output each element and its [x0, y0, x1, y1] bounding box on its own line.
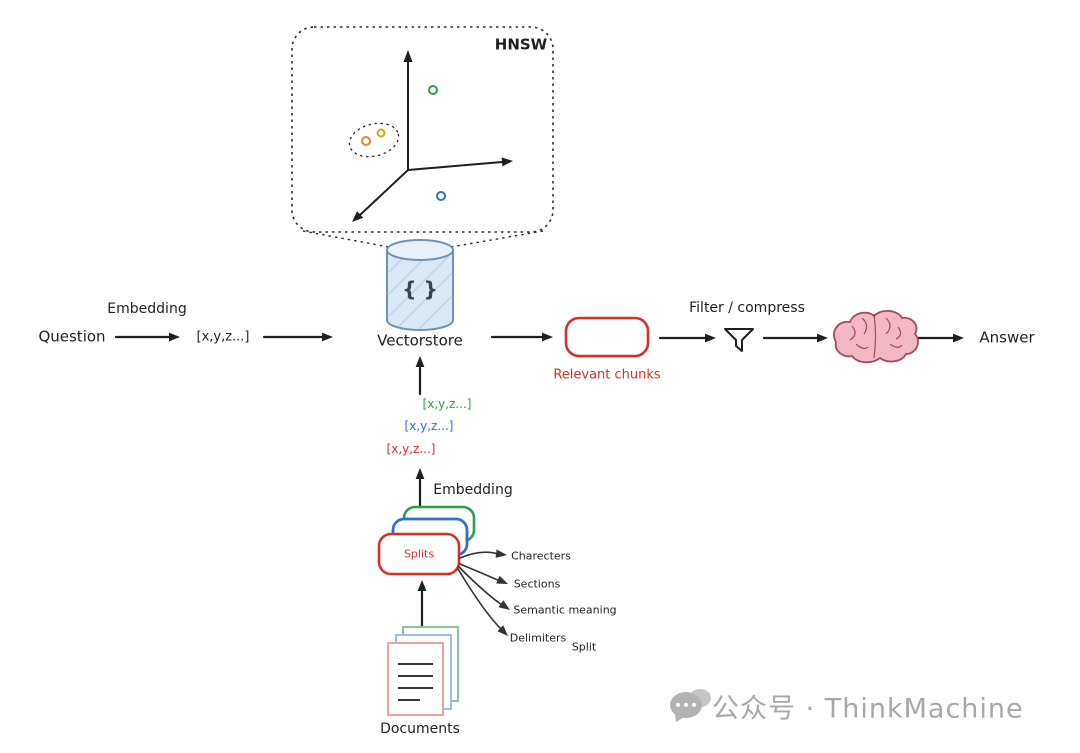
split-method-characters: Charecters	[511, 549, 571, 563]
split-method-sections: Sections	[513, 577, 561, 591]
split-method-delimiters: Delimiters	[509, 631, 567, 645]
brain-icon	[833, 310, 919, 364]
datapoint-green	[428, 85, 438, 95]
nearest-neighbor-cluster-ellipse	[348, 122, 400, 158]
chunk-vector-blue: [x,y,z...]	[404, 419, 454, 433]
split-method-split: Split	[571, 640, 597, 654]
splits-stack	[377, 505, 476, 576]
embedding-top-label: Embedding	[107, 301, 187, 317]
question-label: Question	[38, 327, 106, 346]
filter-compress-label: Filter / compress	[689, 300, 805, 316]
vectorstore-cylinder	[386, 239, 454, 331]
split-method-semantic-meaning: Semantic meaning	[513, 603, 617, 617]
documents-label: Documents	[380, 721, 460, 737]
vectorstore-label: Vectorstore	[377, 331, 463, 350]
chunk-vector-green: [x,y,z...]	[422, 397, 472, 411]
query-vector-label: [x,y,z...]	[196, 329, 250, 345]
documents-stack	[387, 626, 459, 716]
datapoint-yellow	[376, 128, 386, 138]
hnsw-panel-outline	[291, 26, 554, 233]
callout-line-right	[450, 230, 544, 248]
relevant-chunks-box	[564, 316, 650, 358]
flow-arrows	[114, 332, 964, 630]
embedding-bottom-label: Embedding	[433, 482, 513, 498]
callout-line-left	[302, 230, 390, 248]
split-method-arrows	[457, 549, 510, 636]
splits-label: Splits	[403, 547, 435, 561]
answer-label: Answer	[979, 328, 1035, 347]
chunk-vector-red: [x,y,z...]	[386, 442, 436, 456]
hnsw-label: HNSW	[494, 35, 548, 54]
vectorstore-braces: { }	[402, 277, 438, 301]
watermark-text: 公众号 · ThinkMachine	[712, 693, 1024, 725]
vector-space-axes	[352, 50, 513, 222]
datapoint-orange	[361, 136, 371, 146]
datapoint-blue	[436, 191, 446, 201]
relevant-chunks-label: Relevant chunks	[553, 367, 661, 383]
filter-funnel-icon	[724, 328, 754, 352]
wechat-icon	[670, 689, 711, 722]
